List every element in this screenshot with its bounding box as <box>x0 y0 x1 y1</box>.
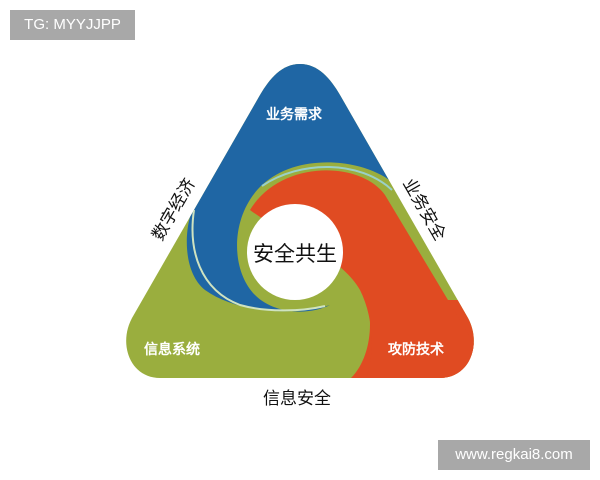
side-label-bottom: 信息安全 <box>263 389 331 409</box>
watermark-top-left: TG: MYYJJPP <box>10 10 135 40</box>
segment-label-business-needs: 业务需求 <box>266 107 322 123</box>
segment-label-attack-defense: 攻防技术 <box>388 342 444 358</box>
center-label: 安全共生 <box>253 242 337 266</box>
watermark-bottom-right: www.regkai8.com <box>438 440 590 470</box>
center-circle <box>247 204 343 300</box>
segment-label-info-systems: 信息系统 <box>144 342 200 358</box>
